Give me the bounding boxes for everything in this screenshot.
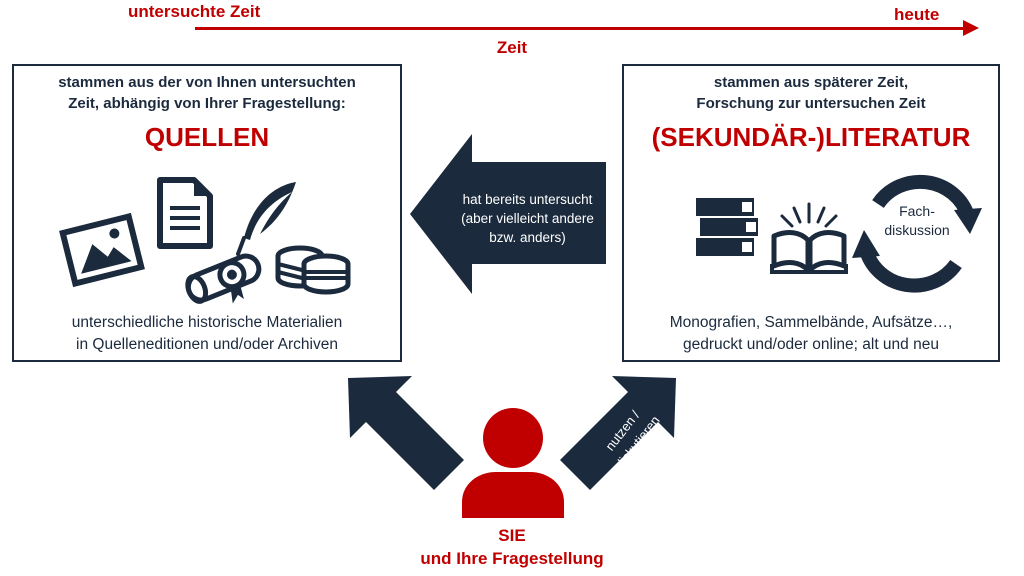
open-book-icon [770,202,848,274]
sources-description: unterschiedliche historische Materialien… [14,312,400,356]
cycle-label-line2: diskussion [884,222,950,238]
sources-subtitle: stammen aus der von Ihnen untersuchten Z… [14,72,400,114]
coins-icon [275,245,351,295]
literature-subtitle: stammen aus späterer Zeit, Forschung zur… [624,72,998,114]
literature-title: (SEKUNDÄR-)LITERATUR [651,122,971,152]
timeline-arrow-head [963,20,979,36]
literature-description-line2: gedruckt und/oder online; alt und neu [683,336,939,353]
book-stack-icon [696,198,758,256]
middle-arrow-line2: (aber vielleicht andere [461,211,594,226]
literature-subtitle-line2: Forschung zur untersuchen Zeit [696,95,926,112]
cycle-label: Fach- diskussion [869,202,965,240]
certificate-icon [185,253,262,304]
sources-title: QUELLEN [144,122,270,152]
cycle-arrows-icon [852,174,982,293]
sources-description-line1: unterschiedliche historische Materialien [71,314,343,331]
literature-subtitle-line1: stammen aus späterer Zeit, [713,74,909,91]
literature-box: stammen aus späterer Zeit, Forschung zur… [622,64,1000,362]
up-right-arrow [560,376,676,490]
picture-icon [59,212,145,288]
literature-description: Monografien, Sammelbände, Aufsätze…, ged… [624,312,998,356]
middle-left-arrow [410,134,606,294]
sources-subtitle-line1: stammen aus der von Ihnen untersuchten [58,74,356,91]
timeline-end-label: heute [894,5,940,24]
up-left-arrow [348,376,464,490]
quill-icon [236,182,296,256]
sources-description-line2: in Quelleneditionen und/oder Archiven [76,336,338,353]
cycle-label-line1: Fach- [899,203,935,219]
middle-arrow-line1: hat bereits untersucht [462,192,593,207]
timeline-arrow-line [195,27,965,30]
timeline-axis-label: Zeit [496,38,528,57]
sources-subtitle-line2: Zeit, abhängig von Ihrer Fragestellung: [68,95,346,112]
timeline-start-label: untersuchte Zeit [128,2,261,21]
literature-description-line1: Monografien, Sammelbände, Aufsätze…, [669,314,953,331]
person-label: SIE und Ihre Fragestellung [0,524,1024,570]
middle-arrow-line3: bzw. anders) [489,230,566,245]
document-icon [157,177,213,249]
sources-box: stammen aus der von Ihnen untersuchten Z… [12,64,402,362]
middle-arrow-label: hat bereits untersucht (aber vielleicht … [445,190,610,247]
person-icon [462,408,564,518]
person-label-line2: und Ihre Fragestellung [420,549,604,568]
person-label-line1: SIE [498,526,526,545]
